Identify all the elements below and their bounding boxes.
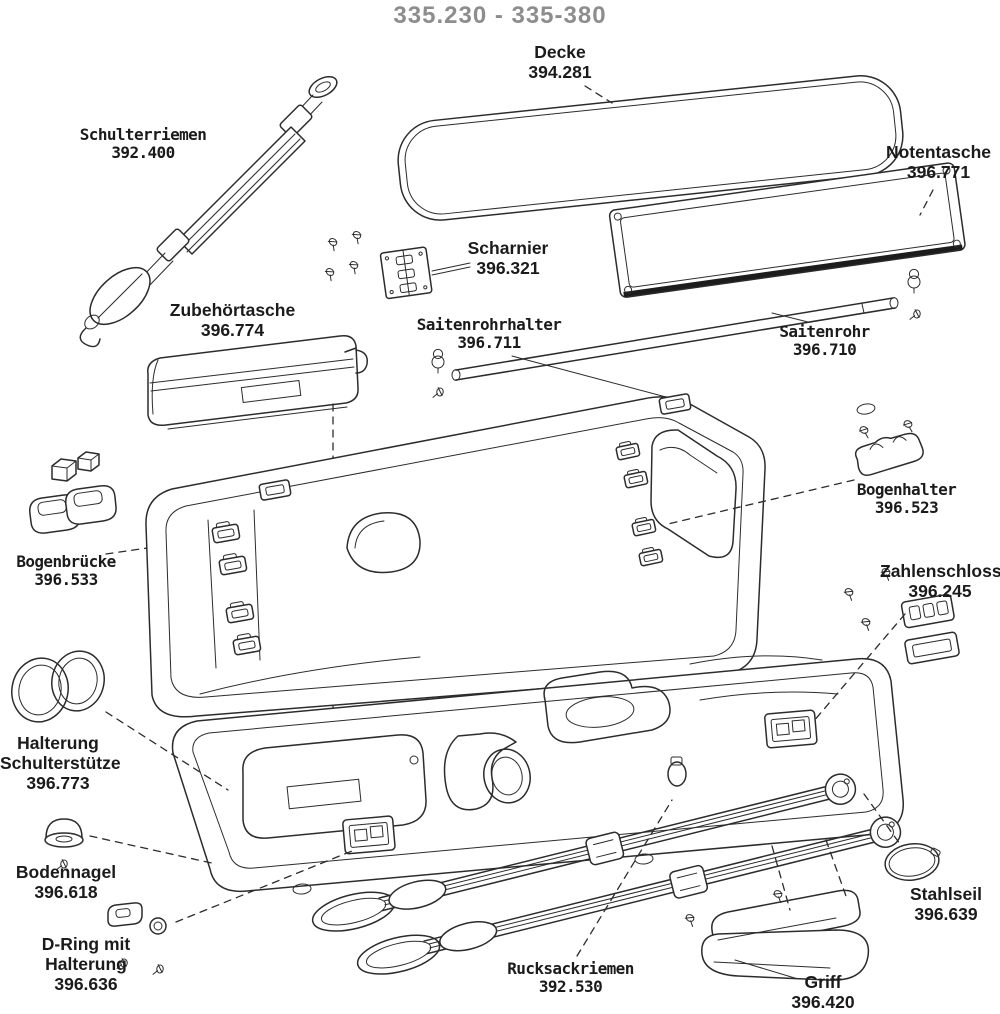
case-lid-drawing	[146, 394, 765, 717]
part-number: 396.533	[34, 570, 98, 590]
part-name: Schulterriemen	[79, 125, 207, 144]
label-saitenrohr: Saitenrohr 396.710	[752, 322, 897, 360]
part-number: 396.523	[874, 498, 939, 518]
part-number: 396.636	[54, 973, 118, 994]
label-schulterriemen: Schulterriemen 392.400	[38, 125, 248, 163]
case-base-drawing	[173, 656, 904, 895]
label-zubehoertasche: Zubehörtasche 396.774	[150, 300, 315, 341]
label-saitenrohrhalter: Saitenrohrhalter 396.711	[394, 315, 584, 353]
steel-cable-drawing	[864, 794, 941, 884]
music-pocket-drawing	[609, 162, 966, 298]
part-name: Bogenhalter	[856, 480, 957, 499]
part-name: Decke	[534, 42, 586, 62]
bodennagel-leader-line	[90, 836, 216, 864]
page-title: 335.230 - 335-380	[393, 2, 607, 29]
hinge-drawing	[322, 229, 470, 299]
part-name: Bodennagel	[15, 862, 117, 882]
label-d-ring-mit-halterung: D-Ring mit Halterung 396.636	[0, 934, 172, 994]
part-name: Saitenrohrhalter	[416, 315, 562, 334]
part-number: 396.711	[457, 333, 521, 353]
rucksackriemen-leader-line	[577, 800, 672, 956]
label-decke: Decke 394.281	[495, 42, 625, 83]
griff-leader-line	[735, 960, 798, 979]
label-griff: Griff 396.420	[775, 972, 871, 1013]
lid-cover-drawing	[394, 72, 907, 224]
part-number: 396.639	[914, 903, 978, 924]
label-halterung-schulterstuetze: Halterung Schulterstütze 396.773	[0, 733, 121, 793]
part-name: Halterung Schulterstütze	[0, 733, 121, 773]
part-number: 396.245	[908, 580, 972, 601]
saitenrohrhalter-leader-line	[512, 356, 681, 401]
accessory-pouch-drawing	[148, 336, 368, 429]
d-ring-leader-line	[176, 851, 352, 922]
label-zahlenschloss: Zahlenschloss 396.245	[880, 561, 1000, 602]
part-name: Griff	[804, 972, 842, 992]
shoulder-strap-drawing	[80, 72, 340, 346]
halterung-leader-line	[106, 712, 228, 790]
part-number: 396.618	[34, 881, 98, 902]
part-number: 394.281	[528, 61, 592, 82]
stahlseil-leader-line	[864, 794, 900, 844]
part-name: Notentasche	[885, 142, 992, 162]
handle-drawing	[683, 840, 869, 980]
decke-leader-line	[585, 86, 612, 103]
bow-holder-drawing	[668, 403, 925, 524]
part-name: Saitenrohr	[779, 322, 870, 341]
part-number: 392.530	[538, 977, 603, 997]
label-scharnier: Scharnier 396.321	[448, 238, 568, 279]
notentasche-leader-line	[920, 190, 933, 215]
part-name: Stahlseil	[910, 884, 982, 904]
label-bogenbruecke: Bogenbrücke 396.533	[0, 552, 132, 590]
part-name: Rucksackriemen	[507, 959, 634, 978]
part-name: Zubehörtasche	[169, 300, 296, 320]
bow-bridge-drawing	[30, 452, 210, 554]
combination-lock-drawing	[813, 566, 960, 722]
part-number: 396.420	[791, 991, 855, 1012]
string-tube-drawing	[431, 268, 922, 401]
backpack-straps-drawing	[309, 770, 905, 981]
shoulder-rest-holder-drawing	[6, 646, 228, 790]
label-bogenhalter: Bogenhalter 396.523	[834, 480, 979, 518]
part-number: 396.771	[906, 161, 971, 182]
zahlenschloss-leader-line	[813, 614, 905, 722]
part-number: 396.321	[476, 257, 540, 278]
label-notentasche: Notentasche 396.771	[866, 142, 1000, 183]
part-name: Zahlenschloss	[880, 561, 1000, 581]
part-number: 396.773	[26, 772, 90, 793]
label-rucksackriemen: Rucksackriemen 392.530	[478, 959, 663, 997]
label-bodennagel: Bodennagel 396.618	[8, 862, 124, 903]
label-stahlseil: Stahlseil 396.639	[898, 884, 994, 925]
part-name: Bogenbrücke	[16, 552, 116, 571]
part-name: Scharnier	[467, 238, 549, 258]
part-number: 396.710	[792, 340, 857, 360]
part-number: 396.774	[200, 319, 265, 340]
bottom-pin-drawing	[45, 819, 216, 872]
part-name: D-Ring mit Halterung	[41, 934, 136, 974]
d-ring-drawing	[108, 851, 352, 977]
part-number: 392.400	[111, 143, 175, 163]
bogenhalter-leader-line	[668, 480, 854, 524]
saitenrohr-leader-line	[772, 313, 808, 322]
